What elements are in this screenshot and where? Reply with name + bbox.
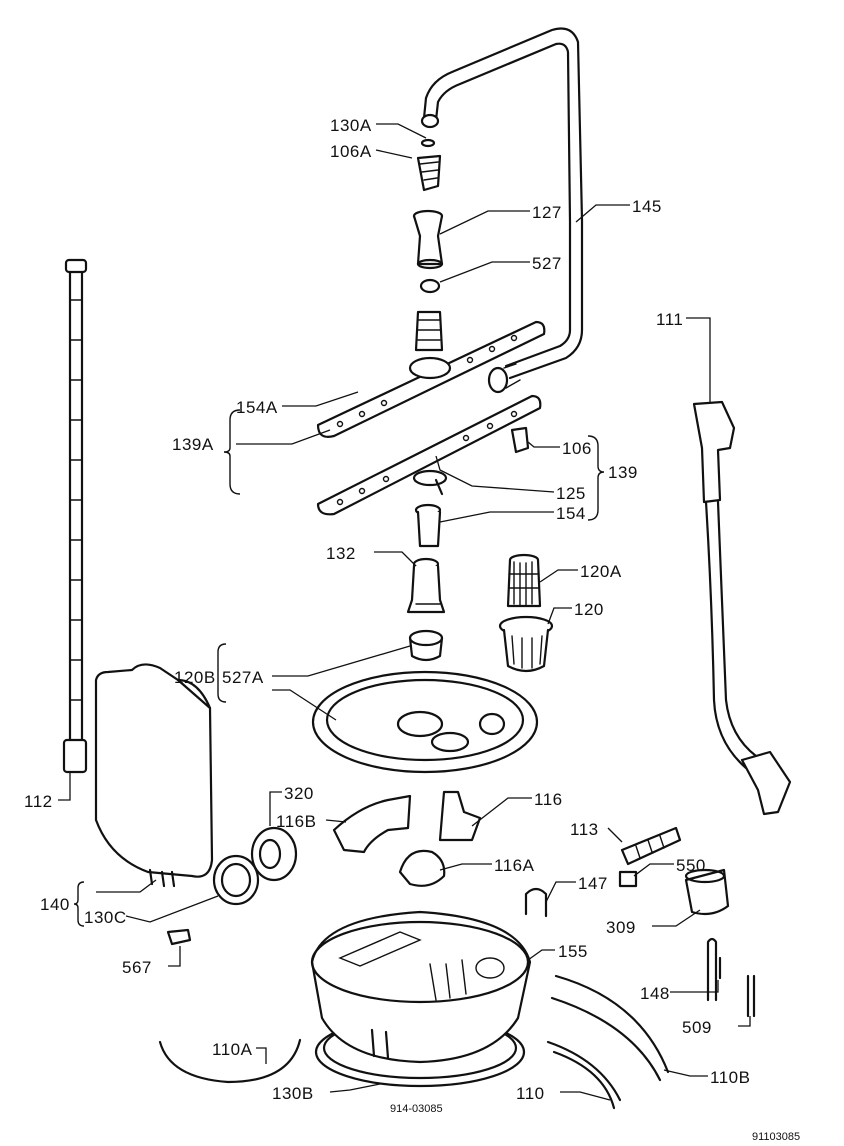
label-148: 148 (640, 984, 670, 1003)
figure-id: 91103085 (752, 1131, 800, 1143)
part-113 (620, 826, 682, 866)
hose-110 (546, 1040, 622, 1110)
label-120: 120 (574, 600, 604, 619)
label-116b: 116B (276, 812, 316, 831)
sump-dish (311, 670, 539, 774)
label-154a: 154A (236, 398, 278, 417)
part-567 (166, 928, 192, 946)
label-309: 309 (606, 918, 636, 937)
part-154 (414, 503, 442, 548)
brace-139a (223, 409, 241, 495)
label-111: 111 (656, 310, 683, 329)
label-106: 106 (562, 439, 592, 458)
label-567: 567 (122, 958, 152, 977)
washer-527 (419, 278, 441, 294)
label-130c: 130C (84, 908, 127, 927)
drawing-code: 914-03085 (390, 1103, 443, 1115)
label-139a: 139A (172, 435, 214, 454)
label-112: 112 (24, 792, 53, 811)
filter-120a (506, 553, 542, 608)
part-527a (408, 629, 444, 662)
lower-spray-arm-139 (316, 394, 542, 516)
label-120b: 120B (174, 668, 216, 687)
label-106a: 106A (330, 142, 372, 161)
label-110b: 110B (710, 1068, 750, 1087)
hose-111 (692, 400, 792, 816)
label-155: 155 (558, 942, 588, 961)
part-125 (412, 469, 448, 496)
part-labels: 130A 106A 127 145 527 111 154A 139A 106 … (24, 116, 800, 1143)
label-110: 110 (516, 1084, 545, 1103)
label-113: 113 (570, 820, 599, 839)
hose-112 (62, 258, 88, 774)
leader-lines (58, 123, 751, 1101)
label-527: 527 (532, 254, 562, 273)
label-527a: 527A (222, 668, 264, 687)
label-145: 145 (632, 197, 662, 216)
sump-housing-155 (310, 910, 532, 1088)
label-116a: 116A (494, 856, 535, 875)
label-110a: 110A (212, 1040, 253, 1059)
label-120a: 120A (580, 562, 622, 581)
brace-139 (587, 435, 605, 521)
part-127 (412, 209, 444, 270)
brace-527a (217, 643, 227, 703)
hose-110b (550, 974, 670, 1082)
brace-140 (73, 881, 85, 927)
filter-120 (498, 615, 554, 673)
upper-arm-hub (414, 310, 444, 352)
hose-110a (158, 1038, 302, 1084)
part-116 (438, 790, 482, 842)
part-132 (406, 557, 446, 614)
part-116a (398, 849, 446, 887)
part-148 (706, 937, 722, 1002)
label-320: 320 (284, 784, 314, 803)
container-120b (94, 663, 214, 888)
label-130a: 130A (330, 116, 372, 135)
nozzle-106a (416, 138, 442, 192)
upper-spray-arm-154a (316, 320, 546, 438)
label-139: 139 (608, 463, 638, 482)
clip-106 (510, 426, 530, 454)
part-509 (746, 974, 756, 1018)
upper-spray-pipe (420, 27, 584, 394)
label-116: 116 (534, 790, 563, 809)
seal-130c (212, 854, 260, 906)
part-320 (250, 826, 298, 882)
label-127: 127 (532, 203, 562, 222)
part-309 (684, 868, 730, 916)
label-140: 140 (40, 895, 70, 914)
label-147: 147 (578, 874, 608, 893)
label-154: 154 (556, 504, 586, 523)
label-130b: 130B (272, 1084, 314, 1103)
part-550 (618, 870, 638, 888)
label-550: 550 (676, 856, 706, 875)
part-116b (332, 794, 412, 854)
label-125: 125 (556, 484, 586, 503)
part-147 (524, 887, 548, 918)
label-132: 132 (326, 544, 356, 563)
label-509: 509 (682, 1018, 712, 1037)
